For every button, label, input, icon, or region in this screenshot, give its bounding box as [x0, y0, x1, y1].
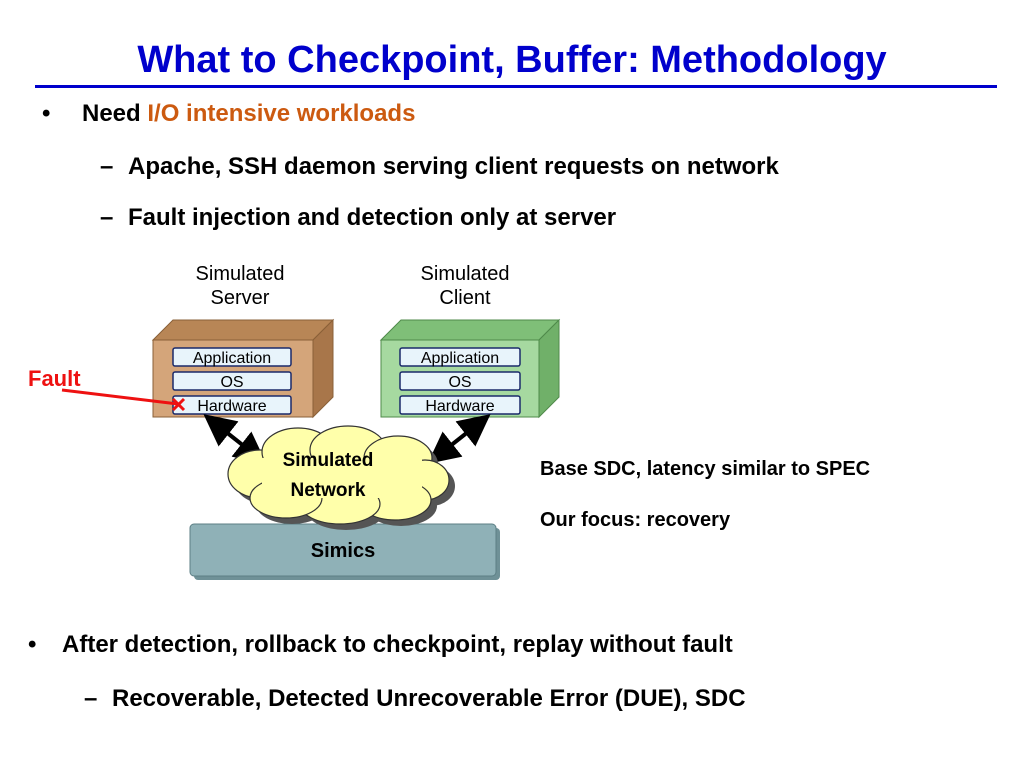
- client-layer-application: Application: [399, 347, 521, 367]
- bullet-highlight: I/O intensive workloads: [147, 100, 416, 127]
- client-layer-hardware: Hardware: [399, 395, 521, 415]
- sub-bullet-marker: –: [84, 685, 98, 712]
- svg-text:OS: OS: [220, 374, 243, 391]
- bullet-marker: •: [28, 631, 37, 658]
- sub-bullet-text: Apache, SSH daemon serving client reques…: [128, 153, 779, 180]
- sub-bullet-marker: –: [100, 204, 114, 231]
- svg-text:Application: Application: [193, 350, 271, 367]
- bullet-marker: •: [42, 100, 51, 127]
- client-title-line2: Client: [439, 287, 491, 309]
- sub-bullet-recoverable: –Recoverable, Detected Unrecoverable Err…: [84, 684, 746, 714]
- svg-text:Hardware: Hardware: [425, 398, 494, 415]
- bullet-prefix: Need: [82, 100, 148, 127]
- svg-text:Simics: Simics: [311, 540, 375, 562]
- sub-bullet-fault-injection: –Fault injection and detection only at s…: [100, 203, 616, 233]
- server-title-line1: Simulated: [195, 263, 285, 285]
- client-title-line1: Simulated: [420, 263, 510, 285]
- slide-title: What to Checkpoint, Buffer: Methodology: [137, 39, 887, 81]
- client-network-link: [427, 414, 491, 464]
- server-layer-application: Application: [172, 347, 292, 367]
- fault-label: Fault: [28, 366, 81, 391]
- server-title-line2: Server: [210, 287, 270, 309]
- server-layer-os: OS: [172, 371, 292, 391]
- sub-bullet-text: Recoverable, Detected Unrecoverable Erro…: [112, 685, 746, 712]
- bullet-text: After detection, rollback to checkpoint,…: [62, 631, 733, 658]
- note-focus: Our focus: recovery: [540, 509, 731, 531]
- svg-text:Network: Network: [291, 480, 366, 501]
- sub-bullet-apache: –Apache, SSH daemon serving client reque…: [100, 152, 779, 182]
- bullet-after-detection: • After detection, rollback to checkpoint…: [28, 630, 733, 660]
- title-underline: [35, 85, 997, 88]
- simics-bar: Simics: [189, 523, 500, 580]
- server-layer-hardware: Hardware: [172, 395, 292, 415]
- sub-bullet-text: Fault injection and detection only at se…: [128, 204, 617, 231]
- note-base-sdc: Base SDC, latency similar to SPEC: [540, 458, 871, 480]
- server-network-link: [203, 414, 267, 464]
- svg-text:Hardware: Hardware: [197, 398, 266, 415]
- svg-text:Simulated: Simulated: [283, 450, 374, 471]
- bullet-need-io: • Need I/O intensive workloads: [42, 99, 415, 129]
- client-title: Simulated Client: [375, 262, 555, 310]
- fault-arrow: [61, 388, 186, 412]
- svg-text:Application: Application: [421, 350, 499, 367]
- sub-bullet-marker: –: [100, 153, 114, 180]
- client-layer-os: OS: [399, 371, 521, 391]
- network-cloud: Simulated Network: [227, 425, 455, 530]
- server-title: Simulated Server: [150, 262, 330, 310]
- svg-text:OS: OS: [448, 374, 471, 391]
